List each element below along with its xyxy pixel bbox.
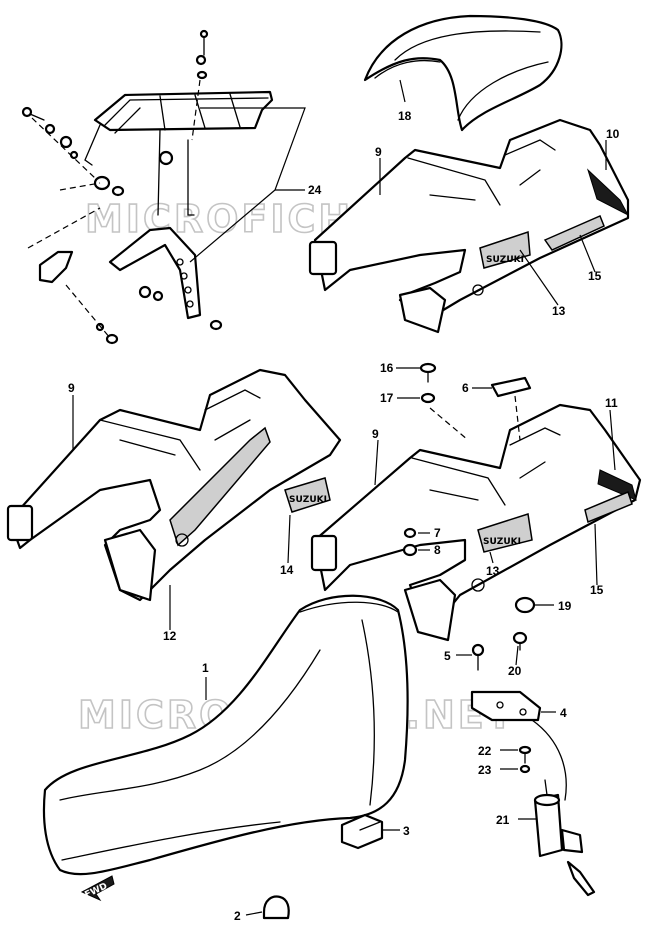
lock-assembly	[470, 690, 596, 897]
tail-cover-middle-right: SUZUKI	[310, 362, 642, 671]
callout-3: 3	[403, 824, 410, 838]
leader-lines	[72, 79, 616, 916]
callout-1: 1	[202, 661, 209, 675]
callout-4: 4	[560, 706, 567, 720]
callout-6: 6	[462, 381, 469, 395]
callout-16: 16	[380, 361, 394, 375]
callout-18: 18	[398, 109, 412, 123]
callout-9-right: 9	[372, 427, 379, 441]
tail-cover-middle-left: SUZUKI	[6, 368, 342, 602]
callout-14: 14	[280, 563, 294, 577]
callout-8: 8	[434, 543, 441, 557]
callout-19: 19	[558, 599, 572, 613]
cap-part-2	[262, 895, 290, 920]
callout-23: 23	[478, 763, 492, 777]
callout-21: 21	[496, 813, 510, 827]
callout-12: 12	[163, 629, 177, 643]
suzuki-decal-left: SUZUKI	[289, 495, 327, 505]
forward-arrow-icon: FWD	[80, 875, 115, 902]
callout-7: 7	[434, 526, 441, 540]
seat-part-1	[42, 594, 409, 876]
callout-2: 2	[234, 909, 241, 923]
seat-cowl-part-18	[363, 14, 563, 132]
suzuki-decal-upper: SUZUKI	[486, 255, 524, 265]
suzuki-decal-right: SUZUKI	[483, 537, 521, 547]
cushion-part-3	[340, 813, 384, 850]
callout-9-upper: 9	[375, 145, 382, 159]
callout-9-left: 9	[68, 381, 75, 395]
callout-24: 24	[308, 183, 322, 197]
callout-11: 11	[605, 396, 618, 410]
callout-22: 22	[478, 744, 492, 758]
tail-cover-upper: SUZUKI	[308, 118, 630, 334]
callout-20: 20	[508, 664, 522, 678]
carrier-rack-part-24	[21, 29, 306, 345]
callout-17: 17	[380, 391, 394, 405]
callout-13-lower: 13	[486, 564, 500, 578]
callout-15-lower: 15	[590, 583, 604, 597]
callout-13-upper: 13	[552, 304, 566, 318]
callout-10: 10	[606, 127, 620, 141]
callout-5: 5	[444, 649, 451, 663]
callout-15-upper: 15	[588, 269, 602, 283]
